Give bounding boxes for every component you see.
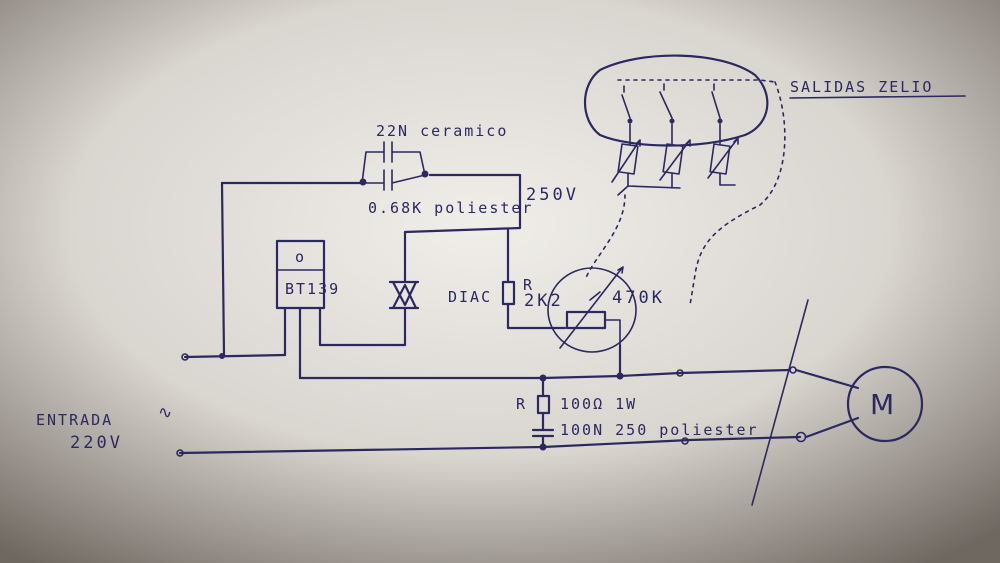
motor-label: M [870,388,894,421]
motor-symbol [846,365,924,443]
wiring [176,95,966,506]
resistor-value: 2K2 [524,291,564,311]
input-voltage: 220V [70,433,123,453]
zelio-outputs-block [583,54,786,306]
pot-value: 470K [612,288,665,308]
input-label: ENTRADA [36,411,113,429]
snubber-r-value: 100Ω 1W [560,395,637,413]
triac-pin-mark: o [295,248,306,266]
snubber-r-letter: R [516,395,527,413]
cap-polyester-label: 0.68K poliester [368,199,533,217]
ac-symbol: ∿ [158,403,175,423]
diac-label: DIAC [448,288,492,306]
triac-label: BT139 [285,280,340,298]
outputs-label: SALIDAS ZELIO [790,78,933,96]
snubber-c-value: 100N 250 poliester [560,421,759,439]
cap-ceramic-label: 22N ceramico [376,122,508,140]
voltage-label: 250V [526,185,579,205]
resistor-letter: R [523,276,534,294]
